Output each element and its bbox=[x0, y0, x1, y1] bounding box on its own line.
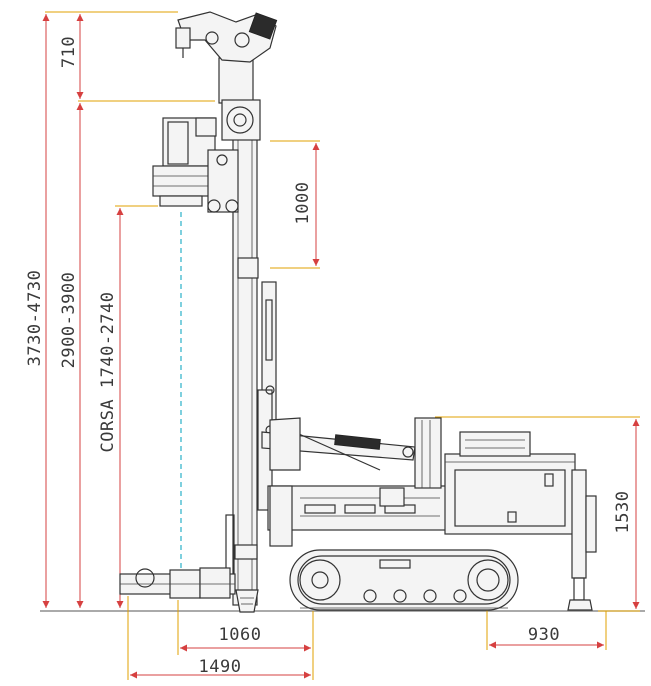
label-930: 930 bbox=[528, 625, 560, 645]
label-1060: 1060 bbox=[219, 625, 262, 645]
label-head-height: 2900-3900 bbox=[59, 272, 79, 369]
power-pack bbox=[444, 431, 576, 535]
label-machine-height: 1530 bbox=[613, 491, 633, 534]
chassis bbox=[267, 417, 449, 547]
dimension-labels: 3730-4730 710 2900-3900 CORSA 1740-2740 … bbox=[25, 36, 633, 677]
label-overall-height: 3730-4730 bbox=[25, 270, 45, 367]
label-mast-1000: 1000 bbox=[293, 182, 313, 225]
mast-extension bbox=[218, 57, 261, 141]
label-stroke: CORSA 1740-2740 bbox=[98, 291, 118, 452]
label-1490: 1490 bbox=[199, 657, 242, 677]
mast-support-arm bbox=[261, 417, 416, 471]
top-crane-head bbox=[175, 11, 278, 63]
clamp-vice bbox=[119, 567, 236, 599]
label-head-offset: 710 bbox=[59, 36, 79, 68]
rotary-head bbox=[152, 117, 239, 213]
mast-cylinders bbox=[257, 281, 277, 511]
dimension-lines bbox=[42, 14, 640, 679]
rear-outrigger bbox=[567, 469, 597, 611]
crawler-track bbox=[289, 549, 519, 611]
mast bbox=[225, 134, 259, 613]
